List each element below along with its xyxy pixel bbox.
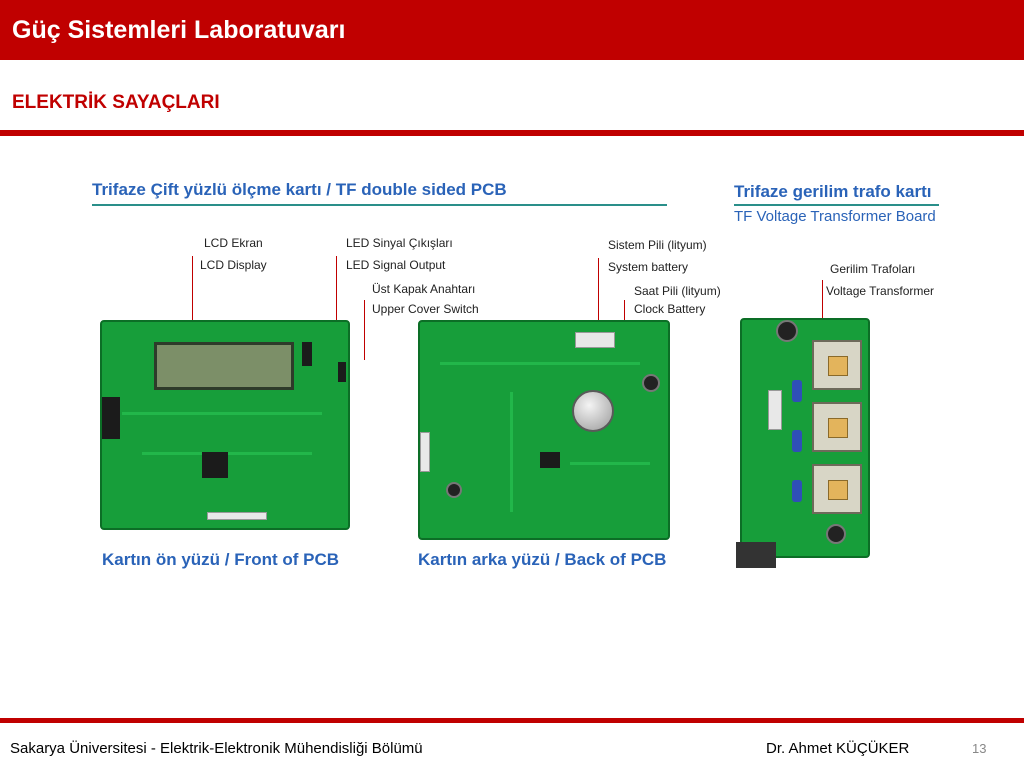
- blue-capacitor: [792, 380, 802, 402]
- pcb-trace: [440, 362, 640, 365]
- front-caption: Kartın ön yüzü / Front of PCB: [102, 550, 340, 569]
- clock-battery: [572, 390, 614, 432]
- header-bar: Güç Sistemleri Laboratuvarı: [0, 0, 1024, 60]
- cover-switch: [338, 362, 346, 382]
- pcb-trace: [510, 392, 513, 512]
- label-clockbat-en: Clock Battery: [634, 302, 706, 316]
- pcb-trace: [570, 462, 650, 465]
- leader-switch: [364, 300, 365, 360]
- connector: [768, 390, 782, 430]
- right-heading-2: TF Voltage Transformer Board: [734, 208, 936, 225]
- right-heading-1: Trifaze gerilim trafo kartı: [734, 182, 932, 201]
- left-heading: Trifaze Çift yüzlü ölçme kartı / TF doub…: [92, 180, 507, 199]
- left-heading-underline: [92, 204, 667, 206]
- side-connector: [102, 397, 120, 439]
- bottom-divider: [0, 718, 1024, 723]
- transformer-3: [812, 464, 862, 514]
- right-heading-underline: [734, 204, 939, 206]
- label-lcd-tr: LCD Ekran: [204, 236, 263, 250]
- ribbon-cable: [736, 542, 776, 568]
- label-lcd-en: LCD Display: [200, 258, 267, 272]
- footer-author: Dr. Ahmet KÜÇÜKER: [766, 740, 910, 757]
- label-switch-tr: Üst Kapak Anahtarı: [372, 282, 476, 296]
- label-trafo-tr: Gerilim Trafoları: [830, 262, 916, 276]
- label-switch-en: Upper Cover Switch: [372, 302, 479, 316]
- label-led-tr: LED Sinyal Çıkışları: [346, 236, 453, 250]
- capacitor: [826, 524, 846, 544]
- leader-led: [336, 256, 337, 346]
- lcd-display: [154, 342, 294, 390]
- leader-sysbat: [598, 258, 599, 328]
- back-caption: Kartın arka yüzü / Back of PCB: [418, 550, 667, 569]
- leader-trafo: [822, 280, 823, 330]
- top-divider: [0, 130, 1024, 136]
- capacitor: [776, 320, 798, 342]
- microcontroller-chip: [202, 452, 228, 478]
- page-number: 13: [972, 741, 987, 756]
- led-outputs: [302, 342, 312, 366]
- transformer-core: [828, 356, 848, 376]
- label-led-en: LED Signal Output: [346, 258, 446, 272]
- label-clockbat-tr: Saat Pili (lityum): [634, 284, 721, 298]
- slide-subtitle: ELEKTRİK SAYAÇLARI: [12, 92, 220, 113]
- label-sysbat-en: System battery: [608, 260, 689, 274]
- footer-institution: Sakarya Üniversitesi - Elektrik-Elektron…: [10, 740, 423, 757]
- pcb-figure: Trifaze Çift yüzlü ölçme kartı / TF doub…: [80, 170, 960, 590]
- blue-capacitor: [792, 430, 802, 452]
- transformer-1: [812, 340, 862, 390]
- edge-connector: [207, 512, 267, 520]
- label-sysbat-tr: Sistem Pili (lityum): [608, 238, 707, 252]
- capacitor: [642, 374, 660, 392]
- transformer-board-image: [740, 318, 870, 558]
- transformer-2: [812, 402, 862, 452]
- system-battery: [575, 332, 615, 348]
- leader-lcd: [192, 256, 193, 356]
- side-connector: [420, 432, 430, 472]
- pcb-trace: [122, 412, 322, 415]
- blue-capacitor: [792, 480, 802, 502]
- pcb-front-image: [100, 320, 350, 530]
- transformer-core: [828, 480, 848, 500]
- capacitor: [446, 482, 462, 498]
- pcb-back-image: [418, 320, 670, 540]
- header-title: Güç Sistemleri Laboratuvarı: [12, 16, 346, 44]
- label-trafo-en: Voltage Transformer: [826, 284, 935, 298]
- ic-chip: [540, 452, 560, 468]
- transformer-core: [828, 418, 848, 438]
